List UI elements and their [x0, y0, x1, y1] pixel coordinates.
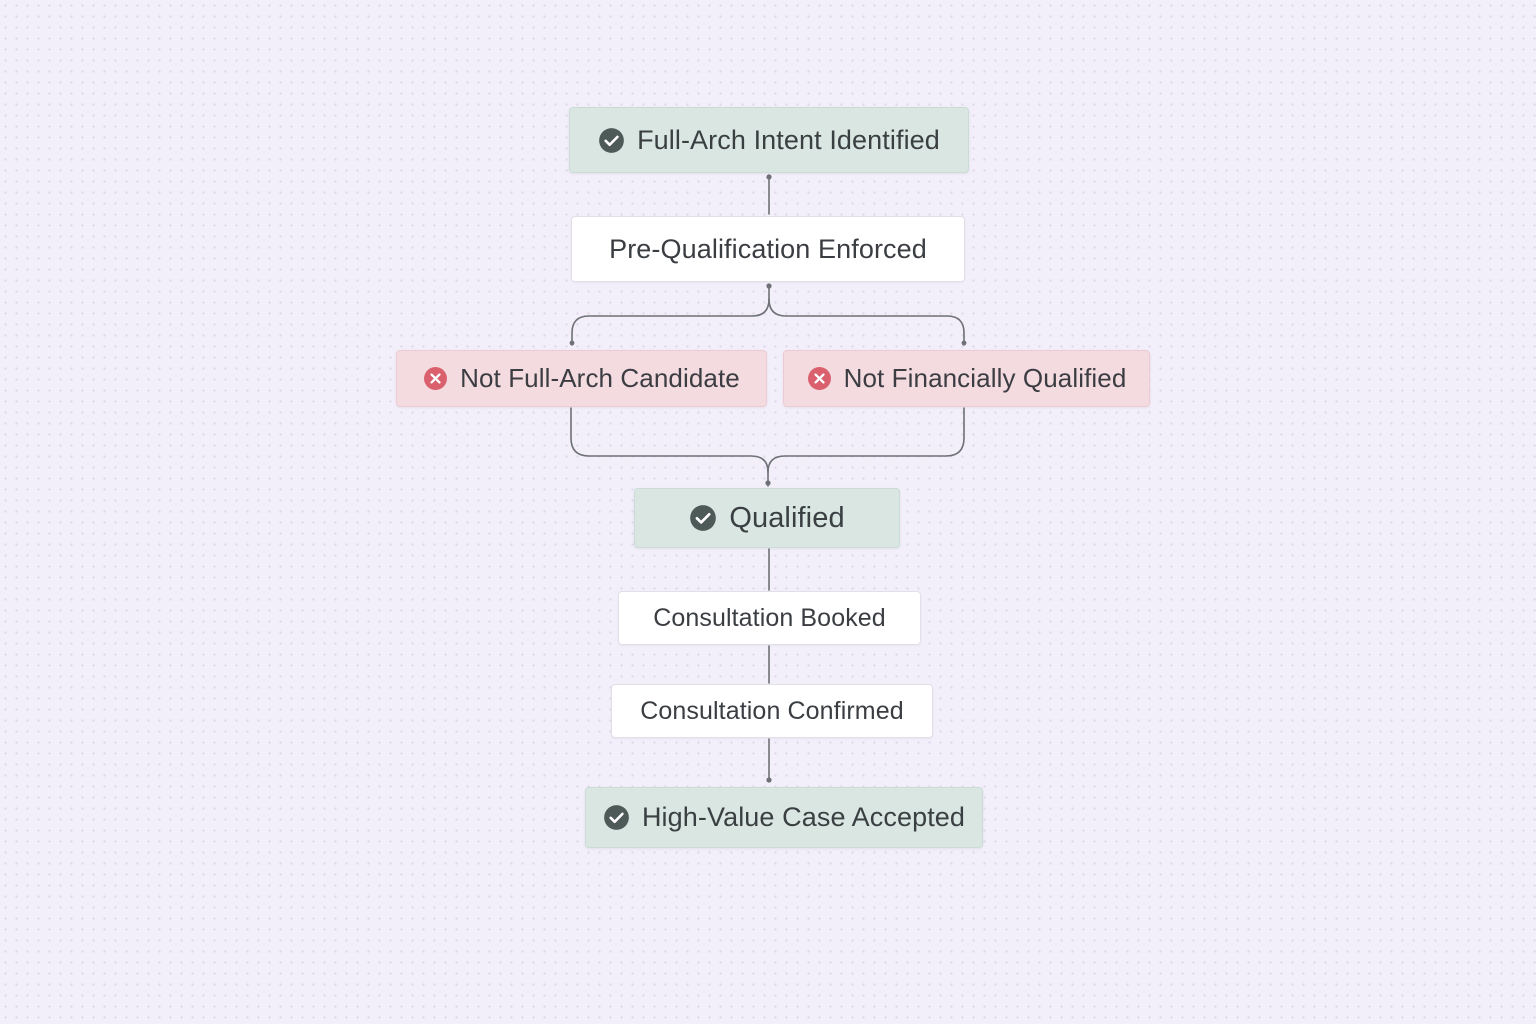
connector-dot — [569, 340, 575, 346]
node-label: Consultation Booked — [653, 603, 886, 632]
node-label: Full-Arch Intent Identified — [637, 124, 940, 155]
connector-dot — [766, 174, 772, 180]
check-circle-icon — [689, 504, 717, 532]
connector-dot — [766, 283, 772, 289]
node-full-arch-intent-identified[interactable]: Full-Arch Intent Identified — [569, 107, 969, 173]
check-circle-icon — [598, 127, 625, 154]
x-circle-icon — [423, 366, 448, 391]
node-high-value-case-accepted[interactable]: High-Value Case Accepted — [585, 787, 983, 848]
node-qualified[interactable]: Qualified — [634, 488, 900, 548]
node-not-financially-qualified[interactable]: Not Financially Qualified — [783, 350, 1150, 407]
connector-prequal-to-not-fin — [768, 298, 965, 346]
node-label: Pre-Qualification Enforced — [609, 233, 927, 264]
node-consultation-booked[interactable]: Consultation Booked — [618, 591, 921, 645]
node-not-full-arch-candidate[interactable]: Not Full-Arch Candidate — [396, 350, 767, 407]
connector-prequal-to-not-arch — [571, 286, 770, 346]
node-label: Not Full-Arch Candidate — [460, 363, 740, 393]
node-label: Consultation Confirmed — [640, 696, 904, 725]
node-label: High-Value Case Accepted — [641, 802, 966, 832]
connector-not-arch-to-qualified — [570, 407, 769, 487]
node-pre-qualification-enforced[interactable]: Pre-Qualification Enforced — [571, 216, 965, 282]
connector-dot — [765, 480, 771, 486]
connector-not-fin-to-qualified — [767, 407, 965, 473]
node-label: Qualified — [729, 501, 845, 534]
node-label: Not Financially Qualified — [843, 363, 1127, 393]
x-circle-icon — [807, 366, 832, 391]
node-consultation-confirmed[interactable]: Consultation Confirmed — [611, 684, 933, 738]
check-circle-icon — [603, 804, 630, 831]
connector-dot — [766, 777, 772, 783]
connector-dot — [961, 340, 967, 346]
